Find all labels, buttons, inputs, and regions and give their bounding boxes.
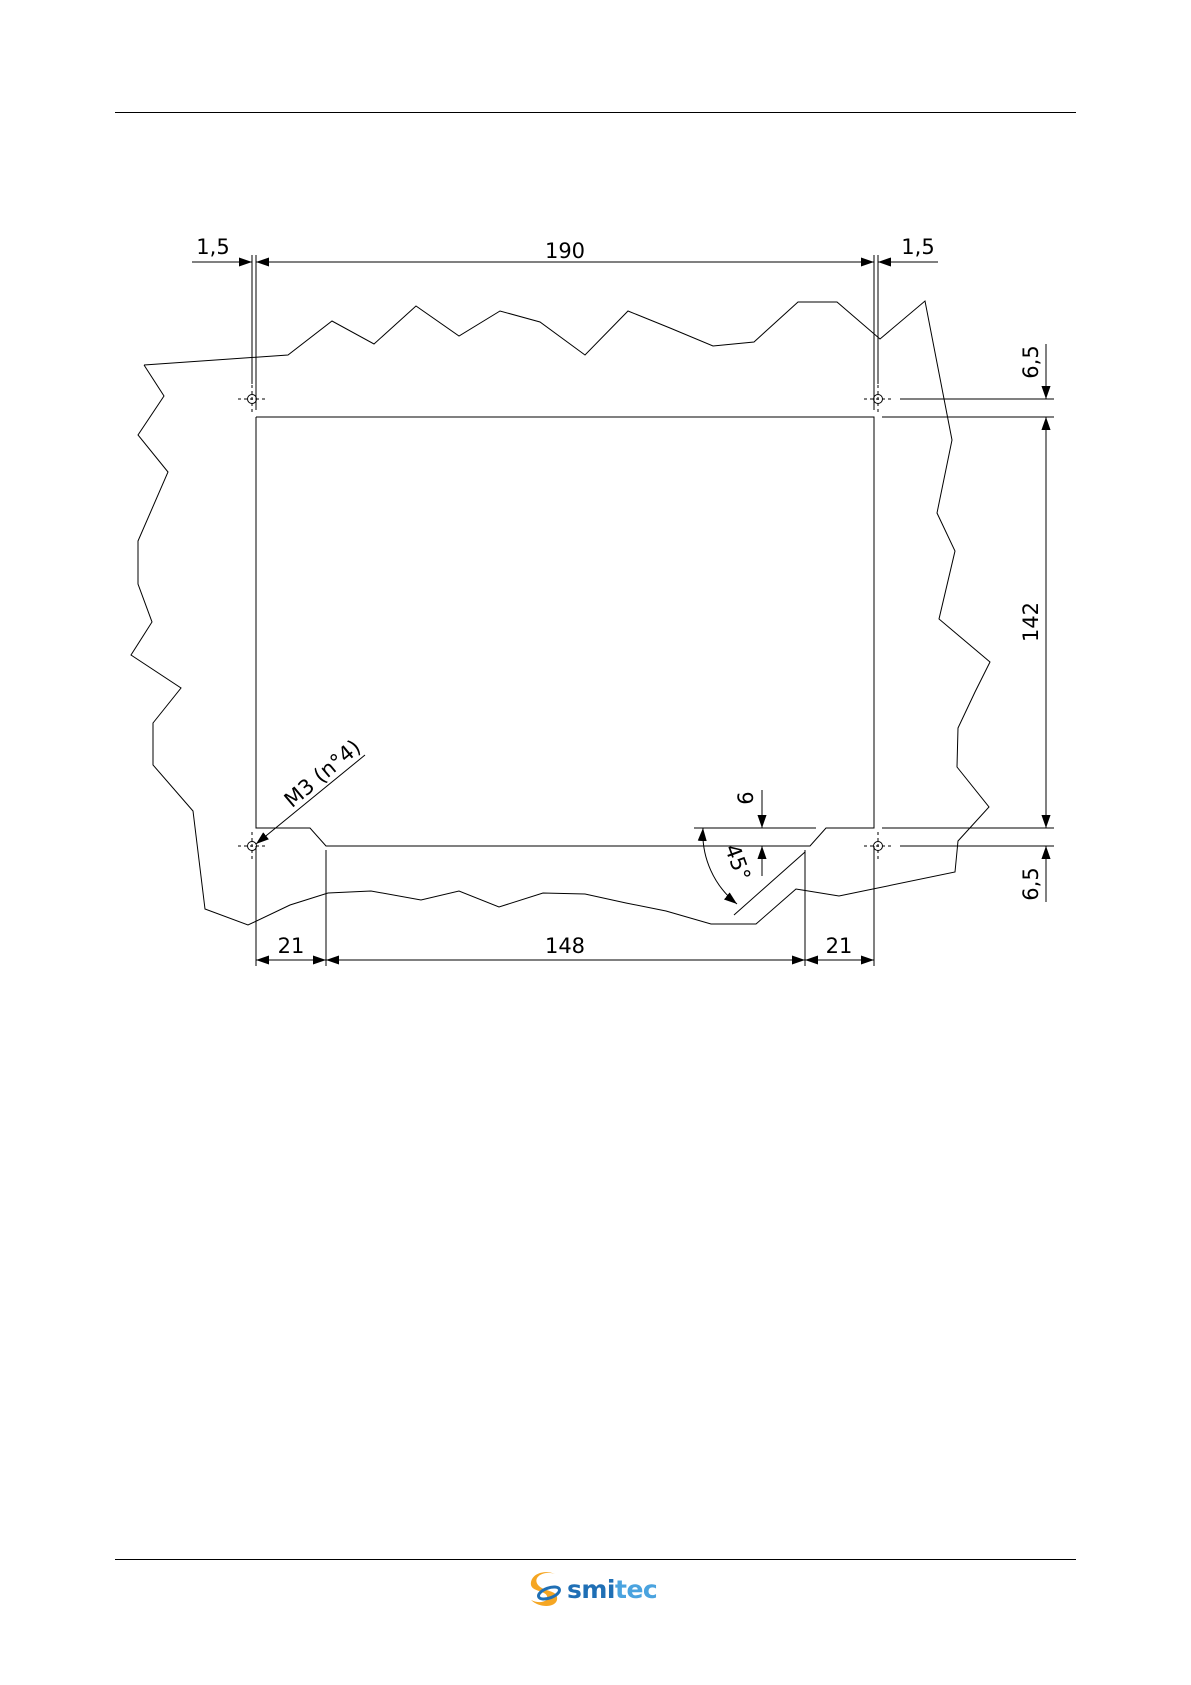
dim-right-margin: 1,5 (901, 235, 934, 259)
footer-rule (115, 1559, 1076, 1560)
dim-left-margin: 1,5 (196, 235, 229, 259)
dim-bottom-center: 148 (545, 934, 585, 958)
dim-height: 142 (1019, 602, 1043, 642)
panel-break-outline (131, 301, 990, 925)
mounting-hole-bottom-right (864, 832, 892, 860)
dim-bottom-right: 21 (826, 934, 853, 958)
mounting-hole-top-left (238, 385, 266, 413)
dim-top-offset: 6,5 (1019, 345, 1043, 378)
swirl-logo-icon (525, 1568, 567, 1610)
mounting-hole-top-right (864, 385, 892, 413)
mounting-hole-bottom-left (238, 832, 266, 860)
logo-text-tec: tec (615, 1575, 657, 1604)
cutout-outline (256, 417, 874, 846)
dim-angle: 45° (720, 841, 755, 884)
dim-bottom-left: 21 (278, 934, 305, 958)
hole-note: M3 (n°4) (280, 735, 366, 812)
dim-notch-depth: 6 (734, 791, 758, 804)
dim-top-width: 190 (545, 239, 585, 263)
logo-text-smi: smi (567, 1575, 615, 1604)
dim-bottom-offset: 6,5 (1019, 867, 1043, 900)
